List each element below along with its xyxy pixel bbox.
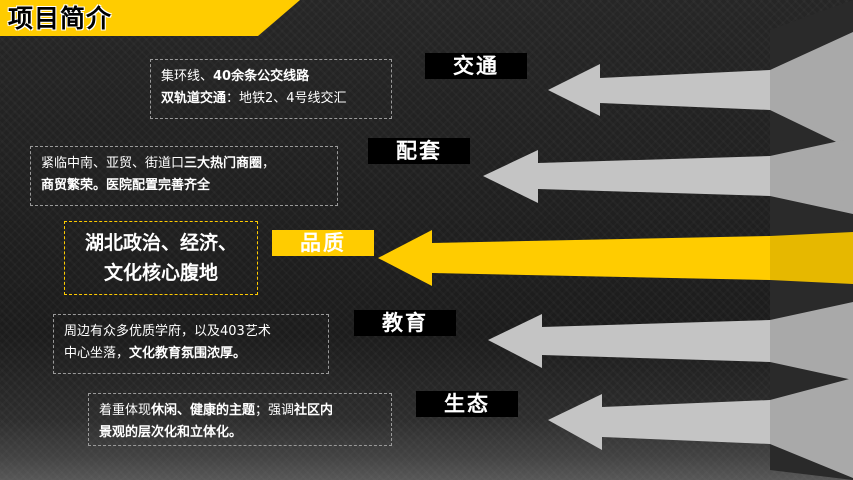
desc-text: 周边有众多优质学府，以及403艺术 [64, 324, 271, 339]
desc-box-facilities: 紧临中南、亚贸、街道口三大热门商圈， 商贸繁荣。医院配置完善齐全 [30, 146, 338, 206]
desc-text: ：地铁2、4号线交汇 [226, 91, 347, 106]
arrow-4 [488, 314, 770, 368]
arrow-4-end [770, 302, 853, 380]
arrow-2-end [770, 138, 853, 214]
desc-text: 三大热门商圈 [184, 156, 263, 171]
label-traffic: 交通 [425, 53, 527, 79]
page-title: 项目简介 [8, 4, 113, 33]
arrow-2 [483, 150, 770, 203]
desc-text: 着重体现 [99, 403, 152, 418]
arrow-3-end [770, 232, 853, 284]
arrow-5-end [770, 378, 853, 478]
desc-text: 商贸繁荣。医院配置完善齐全 [41, 178, 211, 193]
desc-line: 双轨道交通：地铁2、4号线交汇 [161, 88, 381, 110]
label-quality: 品质 [272, 230, 374, 256]
desc-text: 景观的层次化和立体化。 [99, 425, 243, 440]
desc-box-traffic: 集环线、40余条公交线路双轨道交通：地铁2、4号线交汇 [150, 59, 392, 119]
desc-line: 景观的层次化和立体化。 [99, 422, 381, 444]
arrow-3 [378, 230, 770, 286]
label-ecology: 生态 [416, 391, 518, 417]
desc-line: 集环线、40余条公交线路 [161, 66, 381, 88]
desc-line: 湖北政治、经济、 [69, 228, 253, 258]
desc-text: 湖北政治、经济、 [84, 232, 237, 254]
desc-text: 40余条公交线路 [213, 69, 310, 84]
desc-text: 集环线、 [161, 69, 214, 84]
desc-text: 双轨道交通 [161, 91, 227, 106]
desc-text: 休闲、健康的主题 [151, 403, 256, 418]
desc-text: 中心坐落， [64, 346, 130, 361]
desc-text: ；强调 [255, 403, 295, 418]
arrow-1 [548, 64, 770, 116]
desc-line: 商贸繁荣。医院配置完善齐全 [41, 175, 327, 197]
desc-box-education: 周边有众多优质学府，以及403艺术中心坐落，文化教育氛围浓厚。 [53, 314, 329, 374]
desc-line: 周边有众多优质学府，以及403艺术 [64, 321, 318, 343]
title-banner [0, 0, 300, 36]
desc-line: 紧临中南、亚贸、街道口三大热门商圈， [41, 153, 327, 175]
desc-text: ， [262, 156, 276, 171]
desc-line: 着重体现休闲、健康的主题；强调社区内 [99, 400, 381, 422]
arrow-1-end [770, 32, 853, 150]
desc-line: 中心坐落，文化教育氛围浓厚。 [64, 343, 318, 365]
arrow-5 [548, 394, 770, 450]
desc-box-ecology: 着重体现休闲、健康的主题；强调社区内景观的层次化和立体化。 [88, 393, 392, 446]
desc-text: 社区内 [294, 403, 334, 418]
label-education: 教育 [354, 310, 456, 336]
desc-text: 文化教育氛围浓厚。 [129, 346, 247, 361]
desc-text: 文化核心腹地 [103, 262, 218, 284]
desc-line: 文化核心腹地 [69, 258, 253, 288]
desc-box-quality: 湖北政治、经济、文化核心腹地 [64, 221, 258, 295]
desc-text: 紧临中南、亚贸、街道口 [41, 156, 185, 171]
label-facilities: 配套 [368, 138, 470, 164]
